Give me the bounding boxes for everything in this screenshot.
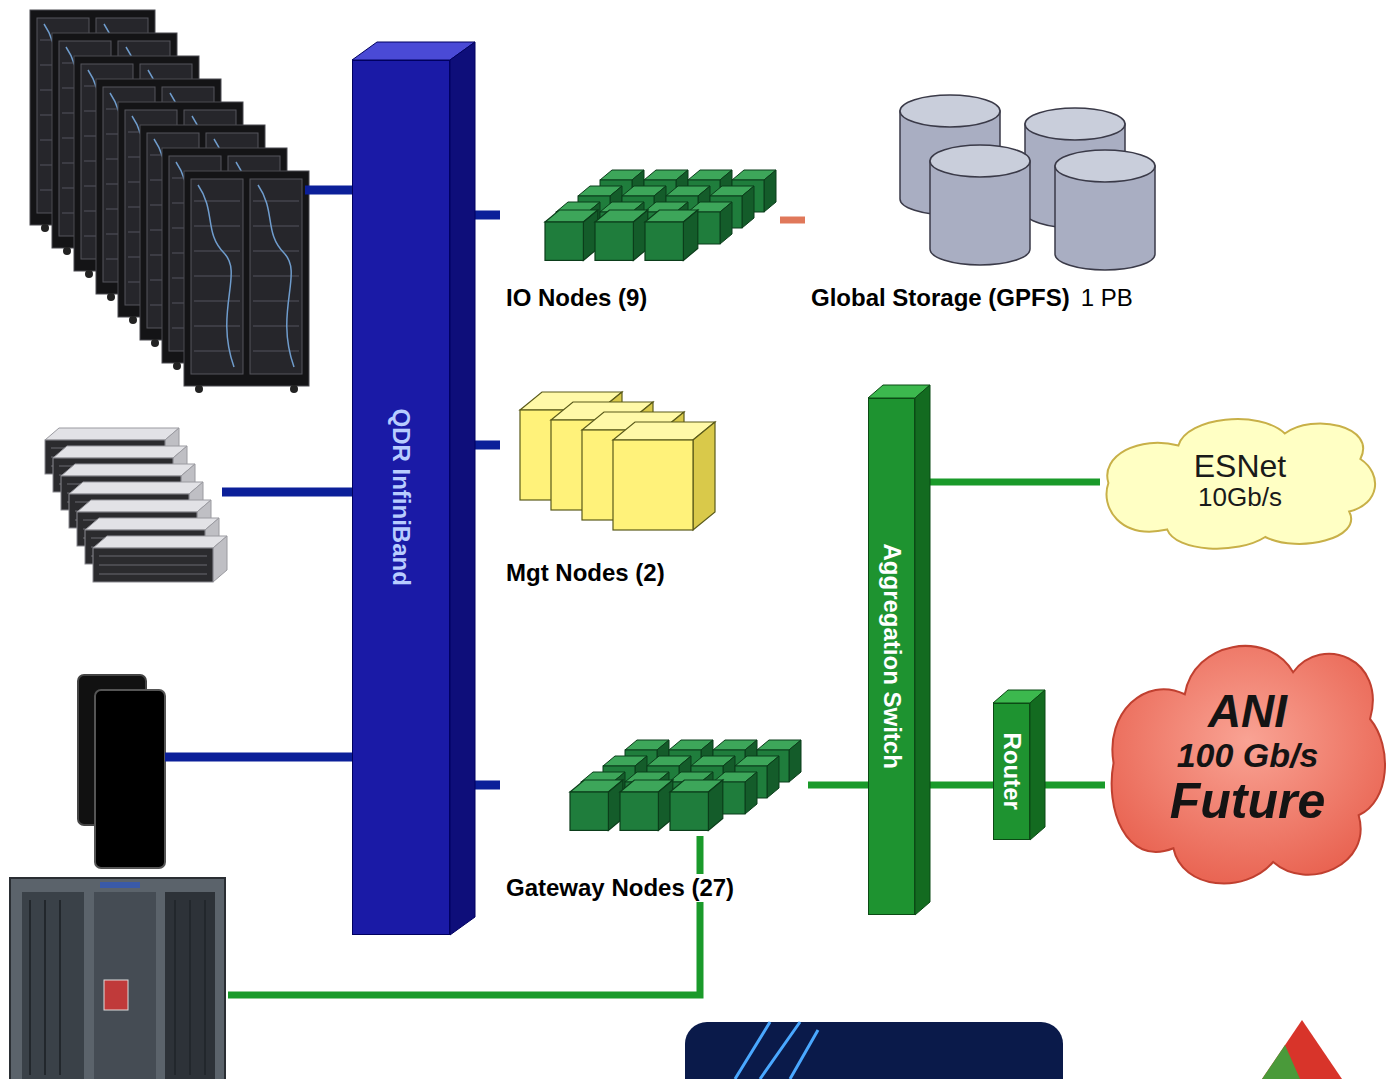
tape-library-part	[22, 892, 84, 1079]
infiniband-wires	[165, 190, 352, 757]
storage-array: Global Storage (GPFS)1 PB	[805, 90, 1240, 315]
cluster-label: IO Nodes (9)	[504, 284, 649, 312]
storage-cylinders-part	[1055, 150, 1155, 270]
storage-cylinders	[900, 95, 1155, 270]
network-label: 10Gb/s	[1198, 483, 1282, 511]
router-label: Router	[998, 733, 1024, 810]
storage-label: 1 PB	[1079, 284, 1135, 312]
compute-racks-part	[184, 171, 309, 393]
tape-library	[10, 878, 225, 1079]
footer-banner-part	[685, 1022, 1063, 1079]
footer-logo-part	[1262, 1020, 1342, 1079]
infiniband-switch: QDR InfiniBand	[352, 60, 450, 935]
network-cloud: ESNet10Gb/s	[1100, 405, 1380, 555]
network-link	[915, 479, 1100, 486]
router-box: Router	[993, 703, 1030, 840]
infiniband-3d-faces-part	[450, 42, 475, 935]
network-label: 100 Gb/s	[1177, 737, 1319, 774]
label-holder: QDR InfiniBand	[353, 61, 449, 934]
infiniband-3d-faces	[352, 42, 475, 935]
compute-racks	[30, 10, 309, 393]
label-holder: Mgt Nodes (2)	[500, 559, 667, 587]
network-label: Future	[1170, 774, 1326, 828]
io-node-cluster: IO Nodes (9)	[500, 165, 780, 315]
footer-logo-part	[1262, 1045, 1300, 1079]
server-stack	[45, 428, 227, 582]
network-cloud: ANI100 Gb/sFuture	[1105, 620, 1390, 895]
router-3d-faces	[993, 690, 1045, 840]
gateway-node-cubes-part	[570, 740, 801, 830]
io-node-cubes	[545, 170, 776, 260]
cluster-label: Mgt Nodes (2)	[504, 559, 667, 587]
cloud-shape	[1112, 646, 1385, 884]
network-link	[808, 782, 868, 789]
label-holder: Gateway Nodes (27)	[500, 874, 736, 902]
aggregation-3d-faces-part	[915, 385, 930, 915]
label-holder: ESNet10Gb/s	[1100, 405, 1380, 555]
io-node-cubes-part	[595, 210, 648, 260]
management-node-cubes-part	[613, 422, 715, 530]
switch-label: Aggregation Switch	[878, 544, 904, 769]
cloud-shape	[1107, 419, 1376, 549]
label-holder: Global Storage (GPFS)1 PB	[805, 284, 1135, 312]
storage-label: Global Storage (GPFS)	[809, 284, 1072, 312]
gateway-node-cluster: Gateway Nodes (27)	[500, 735, 808, 905]
infiniband-wires-part	[165, 190, 352, 757]
label-holder: Router	[994, 704, 1029, 839]
tape-library-part	[10, 878, 225, 1079]
tape-library-part	[100, 882, 140, 888]
server-stack-part	[93, 536, 227, 582]
management-node-cluster: Mgt Nodes (2)	[500, 380, 715, 590]
tape-library-part	[94, 892, 156, 1079]
router-3d-faces-part	[1030, 690, 1045, 840]
footer-logo	[1262, 1020, 1342, 1079]
tape-library-part	[30, 900, 205, 1075]
aggregation-3d-faces	[868, 385, 930, 915]
network-label: ANI	[1208, 687, 1287, 737]
storage-cylinders-part	[930, 145, 1030, 265]
display-monitors	[78, 675, 165, 868]
management-node-cubes	[520, 392, 715, 530]
cluster-label: Gateway Nodes (27)	[504, 874, 736, 902]
switch-label: QDR InfiniBand	[388, 409, 414, 586]
label-holder: Aggregation Switch	[869, 399, 914, 914]
footer-banner	[685, 1022, 1063, 1079]
label-holder: ANI100 Gb/sFuture	[1105, 620, 1390, 895]
footer-banner-part	[735, 1022, 818, 1079]
io-node-cubes-part	[645, 210, 698, 260]
network-link	[780, 217, 805, 224]
label-holder: IO Nodes (9)	[500, 284, 649, 312]
aggregation-switch: Aggregation Switch	[868, 398, 915, 915]
network-label: ESNet	[1194, 449, 1286, 484]
io-node-cubes-part	[545, 210, 598, 260]
gateway-node-cubes	[570, 740, 801, 830]
display-monitors-part	[95, 690, 165, 868]
tape-library-part	[104, 980, 128, 1010]
